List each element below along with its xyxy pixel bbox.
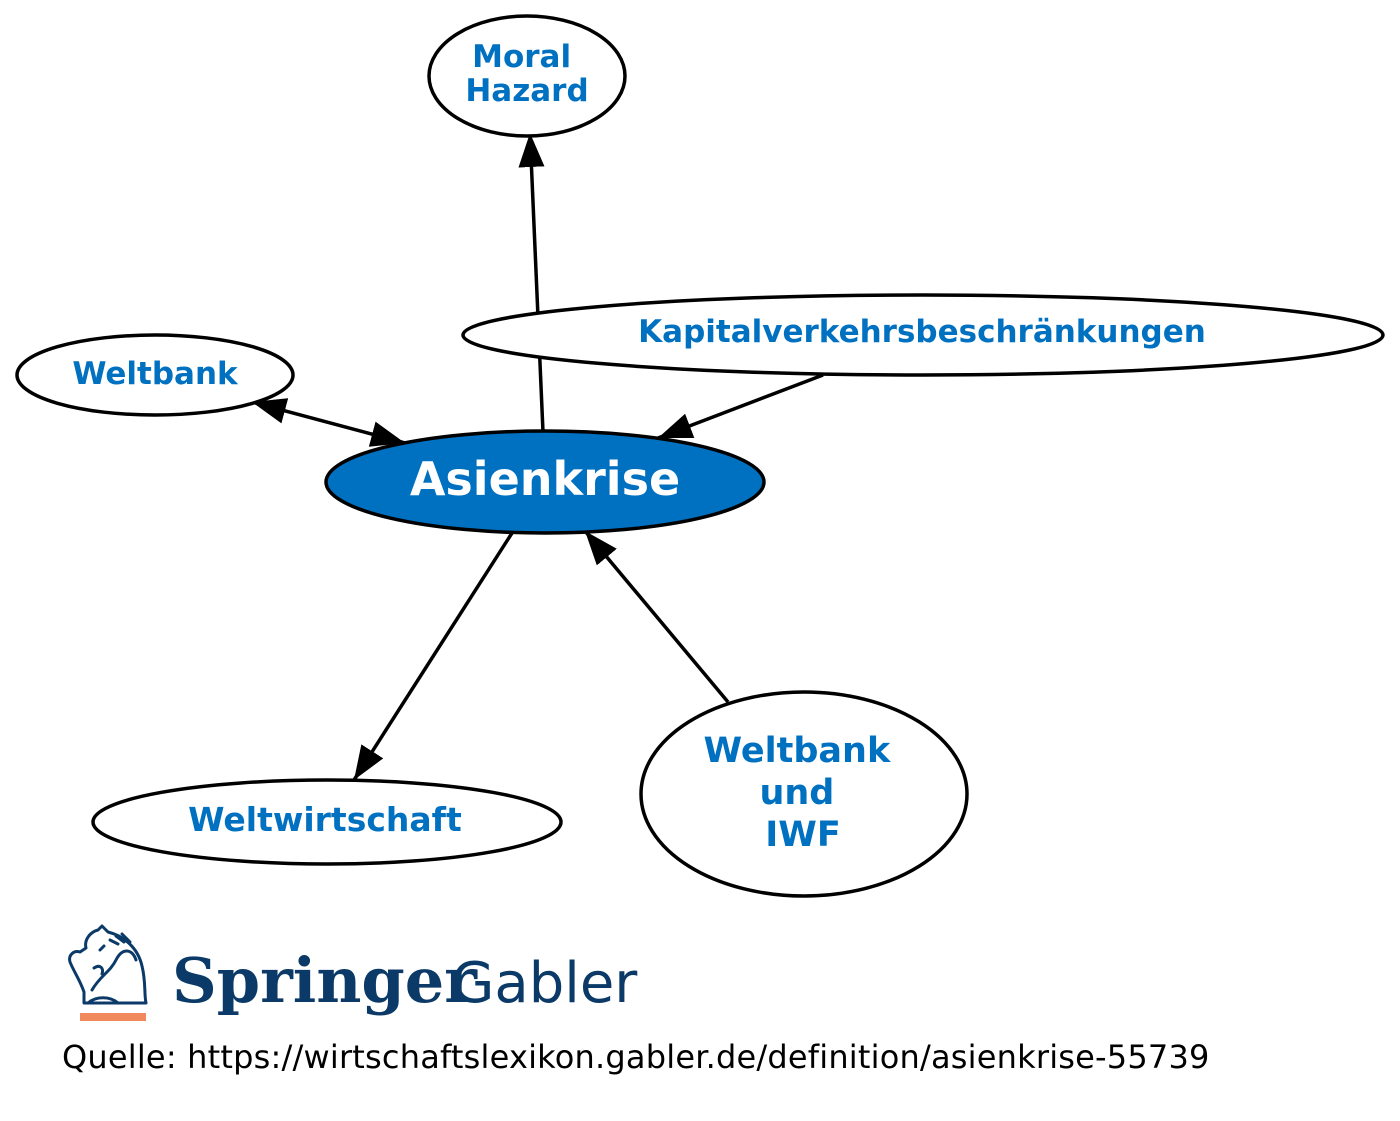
- node-weltbank-label: Weltbank: [72, 356, 239, 392]
- edge-asienkrise-moral-hazard: [518, 132, 545, 433]
- edge-kapital-asienkrise: [657, 373, 824, 440]
- node-moral-hazard[interactable]: Moral Hazard: [427, 14, 627, 138]
- node-weltwirtschaft-label: Weltwirtschaft: [188, 800, 462, 839]
- node-kapitalverkehrsbeschraenkungen[interactable]: Kapitalverkehrsbeschränkungen: [461, 293, 1385, 377]
- node-asienkrise[interactable]: Asienkrise: [324, 429, 766, 535]
- node-moral-hazard-label: Moral Hazard: [465, 39, 588, 109]
- edges: [251, 132, 824, 781]
- edge-weltbank-iwf-asienkrise: [583, 529, 730, 704]
- springer-gabler-logo: Springer Gabler: [68, 924, 638, 1021]
- logo-gabler-word: Gabler: [451, 951, 638, 1016]
- node-weltbank-iwf-label: Weltbank und IWF: [704, 731, 903, 855]
- logo-orange-bar: [80, 1013, 146, 1021]
- node-weltwirtschaft[interactable]: Weltwirtschaft: [91, 778, 563, 866]
- node-weltbank[interactable]: Weltbank: [15, 333, 295, 417]
- edge-weltbank-asienkrise: [251, 398, 406, 447]
- node-kapital-label: Kapitalverkehrsbeschränkungen: [638, 314, 1206, 350]
- node-weltbank-und-iwf[interactable]: Weltbank und IWF: [639, 690, 969, 898]
- edge-asienkrise-weltwirtschaft: [352, 532, 514, 781]
- source-citation: Quelle: https://wirtschaftslexikon.gable…: [62, 1038, 1210, 1076]
- logo-springer-word: Springer: [172, 944, 478, 1017]
- knight-horse-icon: [68, 924, 148, 1005]
- node-asienkrise-label: Asienkrise: [410, 452, 680, 506]
